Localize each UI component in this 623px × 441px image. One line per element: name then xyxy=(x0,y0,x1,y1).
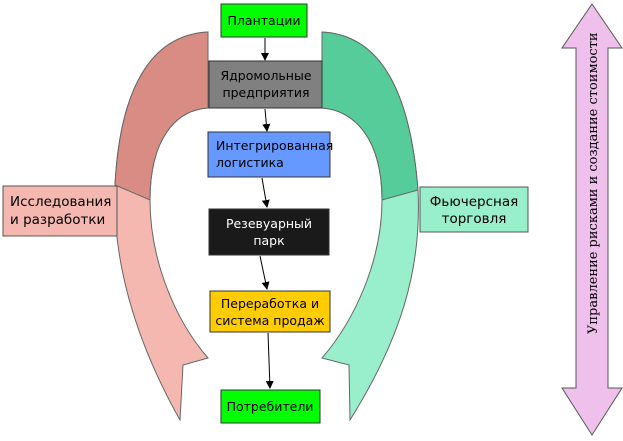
node-tank-label-2: парк xyxy=(253,233,285,248)
node-processing-sales: Переработка и система продаж xyxy=(209,290,331,333)
node-tank-farm: Резевуарный парк xyxy=(208,208,330,256)
arrow-core-logistics xyxy=(262,108,271,132)
rnd-label-1: Исследования xyxy=(10,194,111,210)
vertical-arrow-label: Управление рисками и создание стоимости xyxy=(586,32,601,334)
node-tank-label-1: Резевуарный xyxy=(226,216,312,231)
node-processing-label-1: Переработка и xyxy=(221,296,319,311)
node-logistics-label-1: Интегрированная xyxy=(216,138,333,153)
node-core-label-1: Ядромольные xyxy=(220,68,311,83)
node-plantations: Плантации xyxy=(220,3,308,38)
vertical-double-arrow: Управление рисками и создание стоимости xyxy=(561,3,623,436)
side-box-rnd: Исследования и разработки xyxy=(2,185,118,237)
node-processing-label-2: система продаж xyxy=(215,313,324,328)
rnd-label-2: и разработки xyxy=(10,212,105,228)
node-logistics-label-2: логистика xyxy=(216,155,284,170)
arrow-tank-processing xyxy=(259,255,270,290)
node-consumers: Потребители xyxy=(220,389,321,424)
arrow-logistics-tank xyxy=(261,177,270,208)
right-curved-arrow xyxy=(321,31,419,422)
side-box-futures: Фьючерсная торговля xyxy=(419,186,529,233)
node-core-enterprises: Ядромольные предприятия xyxy=(208,60,323,109)
node-consumers-label: Потребители xyxy=(227,399,314,414)
arrow-processing-consumers xyxy=(265,332,274,389)
node-plantations-label: Плантации xyxy=(228,13,301,28)
left-curved-arrow xyxy=(114,31,209,422)
node-core-label-2: предприятия xyxy=(222,85,309,100)
node-integrated-logistics: Интегрированная логистика xyxy=(207,131,333,178)
futures-label-1: Фьючерсная xyxy=(430,194,518,210)
futures-label-2: торговля xyxy=(442,211,507,227)
